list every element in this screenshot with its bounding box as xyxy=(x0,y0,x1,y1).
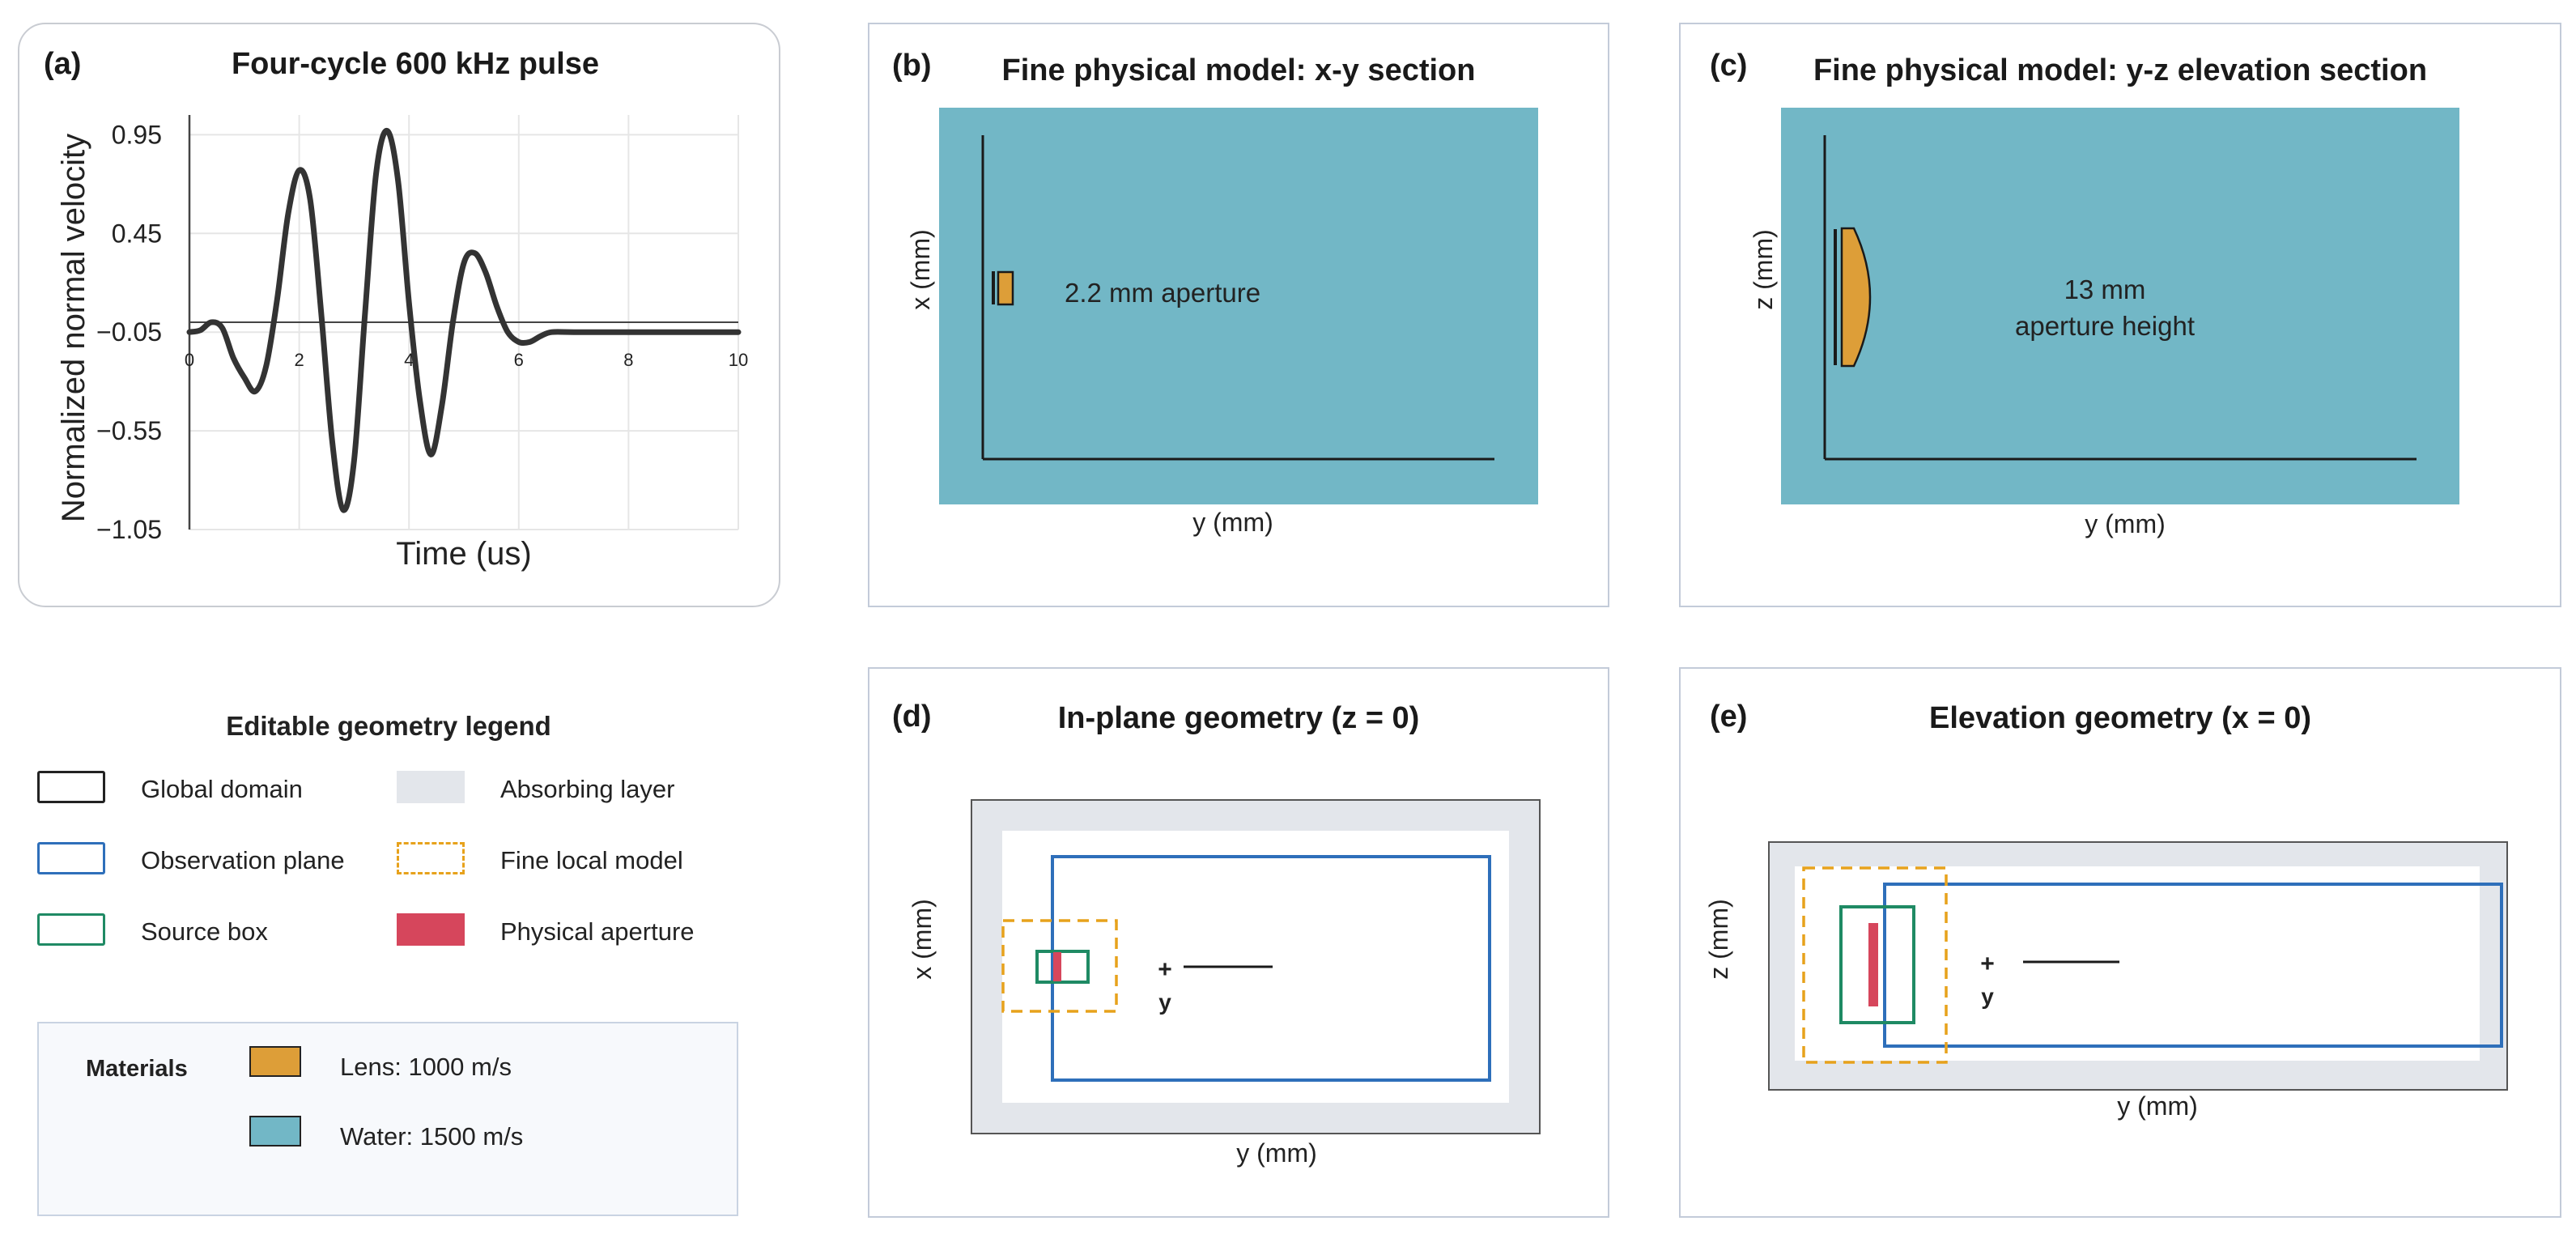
x-tick-label: 0 xyxy=(185,350,194,370)
y-tick-label: 0.45 xyxy=(112,219,162,248)
lens-material-label: Lens: 1000 m/s xyxy=(340,1053,512,1081)
x-tick-label: 4 xyxy=(404,350,414,370)
chart-x-label: Time (us) xyxy=(396,536,531,572)
legend-title: Editable geometry legend xyxy=(226,711,551,741)
panel-b-label: (b) xyxy=(892,49,932,83)
x-tick-label: 10 xyxy=(729,350,748,370)
observation-plane xyxy=(1051,855,1491,1082)
legend-swatch-source-box xyxy=(37,913,105,946)
panel-d-title: In-plane geometry (z = 0) xyxy=(1057,701,1420,735)
observation-plane xyxy=(1883,883,2503,1048)
water-material-label: Water: 1500 m/s xyxy=(340,1122,524,1151)
panel-e-y-label: z (mm) xyxy=(1704,899,1733,980)
materials-title: Materials xyxy=(86,1056,188,1082)
pulse-series-line xyxy=(186,128,742,513)
panel-e-label: (e) xyxy=(1710,700,1748,734)
plus-mark: + xyxy=(1158,956,1172,983)
lens-swatch xyxy=(249,1046,301,1077)
legend-label-observation-plane: Observation plane xyxy=(141,846,345,874)
lens-element xyxy=(997,270,1014,306)
panel-c-label: (c) xyxy=(1710,49,1748,83)
panel-c-y-label: z (mm) xyxy=(1749,229,1778,310)
panel-d-y-label: x (mm) xyxy=(908,899,937,980)
water-region xyxy=(939,108,1538,504)
chart-grid xyxy=(189,115,739,530)
legend-swatch-observation-plane xyxy=(37,842,105,874)
y-tick-labels: 0.95 0.45 −0.05 −0.55 −1.05 xyxy=(96,120,162,544)
panel-c-x-label: y (mm) xyxy=(2085,509,2166,538)
panel-b-y-label: x (mm) xyxy=(906,229,935,310)
panel-d-label: (d) xyxy=(892,700,932,734)
plus-mark: + xyxy=(1980,951,1995,977)
water-swatch xyxy=(249,1116,301,1147)
aperture-annotation: 2.2 mm aperture xyxy=(1065,278,1260,308)
panel-a-title: Four-cycle 600 kHz pulse xyxy=(231,47,600,81)
legend-label-absorbing-layer: Absorbing layer xyxy=(500,775,675,803)
panel-a: (a) Four-cycle 600 kHz pulse xyxy=(18,23,780,607)
panel-d-x-label: y (mm) xyxy=(1236,1138,1317,1168)
lens-element xyxy=(1840,227,1872,368)
x-tick-labels: 0 2 4 6 8 10 xyxy=(185,350,748,370)
legend-swatch-physical-aperture xyxy=(397,913,465,946)
water-region xyxy=(1781,108,2459,504)
legend-label-physical-aperture: Physical aperture xyxy=(500,917,695,946)
panel-b-title: Fine physical model: x-y section xyxy=(1001,53,1476,87)
legend-swatch-absorbing-layer xyxy=(397,771,465,803)
legend-label-global-domain: Global domain xyxy=(141,775,303,803)
y-tick-label: −0.55 xyxy=(96,416,162,445)
panel-e-x-label: y (mm) xyxy=(2117,1091,2198,1121)
fine-local-model xyxy=(1001,919,1118,1013)
y-tick-label: 0.95 xyxy=(112,120,162,149)
x-tick-label: 2 xyxy=(294,350,304,370)
legend-swatch-global-domain xyxy=(37,771,105,803)
y-tick-label: −0.05 xyxy=(96,317,162,347)
y-axis-tag: y xyxy=(1981,984,1994,1009)
source-box xyxy=(1839,905,1915,1024)
chart-y-label: Normalized normal velocity xyxy=(56,134,91,522)
x-tick-label: 8 xyxy=(623,350,633,370)
aperture-annotation-line2: aperture height xyxy=(2015,311,2195,341)
y-axis-tag: y xyxy=(1158,989,1171,1015)
y-tick-label: −1.05 xyxy=(96,515,162,544)
panel-a-label: (a) xyxy=(44,47,82,81)
panel-b-x-label: y (mm) xyxy=(1192,508,1273,537)
x-tick-label: 6 xyxy=(514,350,524,370)
panel-c-title: Fine physical model: y-z elevation secti… xyxy=(1813,53,2428,87)
physical-aperture xyxy=(1868,923,1878,1006)
panel-e-title: Elevation geometry (x = 0) xyxy=(1929,701,2311,735)
source-box xyxy=(1035,950,1090,984)
legend-label-source-box: Source box xyxy=(141,917,268,946)
materials-box: Materials Lens: 1000 m/s Water: 1500 m/s xyxy=(37,1022,738,1216)
interior-domain xyxy=(1795,866,2480,1061)
legend-label-fine-local-model: Fine local model xyxy=(500,846,683,874)
aperture-annotation-line1: 13 mm xyxy=(2064,274,2146,304)
physical-aperture xyxy=(1053,952,1061,981)
legend-swatch-fine-local-model xyxy=(397,842,465,874)
